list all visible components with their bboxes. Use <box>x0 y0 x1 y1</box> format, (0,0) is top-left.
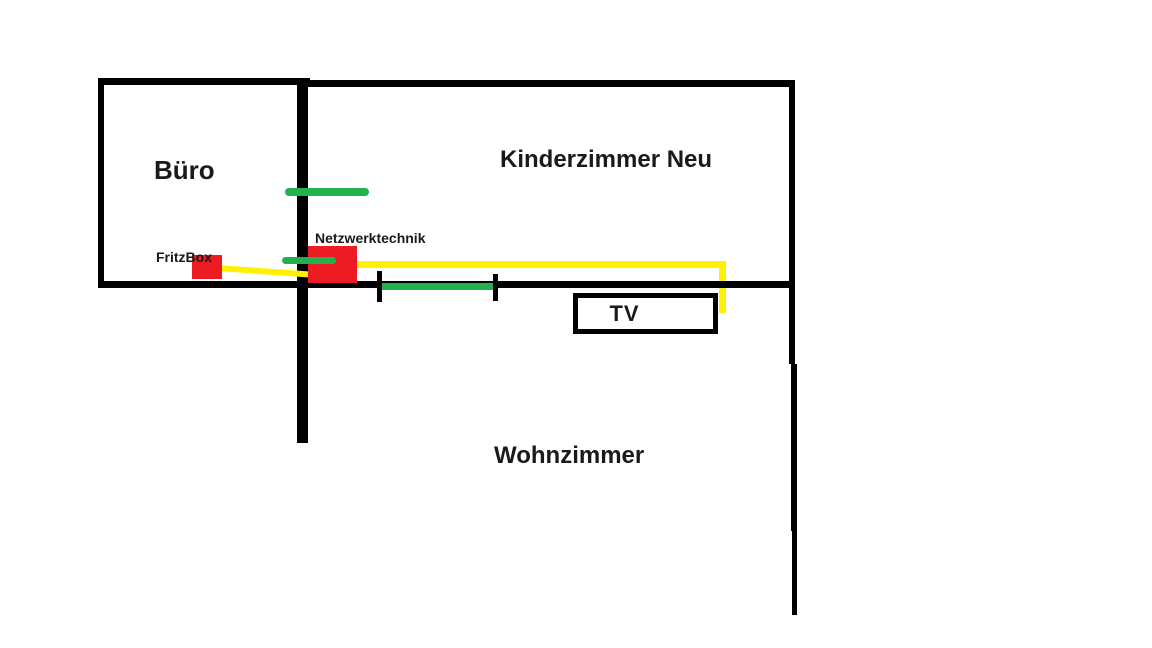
room-label-wohnzimmer: Wohnzimmer <box>494 442 645 469</box>
wall-right-lower <box>792 531 797 615</box>
room-label-buero: Büro <box>154 155 215 185</box>
cable-green-into-netzwerk <box>282 257 336 264</box>
measure-tick-right <box>493 274 498 301</box>
wall-right-middle <box>791 364 797 531</box>
tv-box: TV <box>573 293 718 334</box>
device-label-netzwerktechnik: Netzwerktechnik <box>315 230 426 246</box>
cable-yellow-netzwerk-to-tv-horizontal <box>353 261 725 268</box>
room-label-kinderzimmer: Kinderzimmer Neu <box>500 146 713 173</box>
cable-green-wall-crossing-top <box>285 188 369 196</box>
tv-label: TV <box>609 300 640 326</box>
wall-right-upper <box>789 82 795 364</box>
wall-buero-top <box>98 78 310 85</box>
fritzbox-device-box <box>192 255 222 279</box>
wall-buero-left <box>98 78 104 288</box>
device-label-fritzbox: FritzBox <box>156 249 212 265</box>
netzwerktechnik-device-box <box>308 246 357 283</box>
cable-green-bottom-span <box>379 283 497 290</box>
measure-tick-left <box>377 271 382 302</box>
wall-kinderzimmer-top <box>303 80 795 87</box>
